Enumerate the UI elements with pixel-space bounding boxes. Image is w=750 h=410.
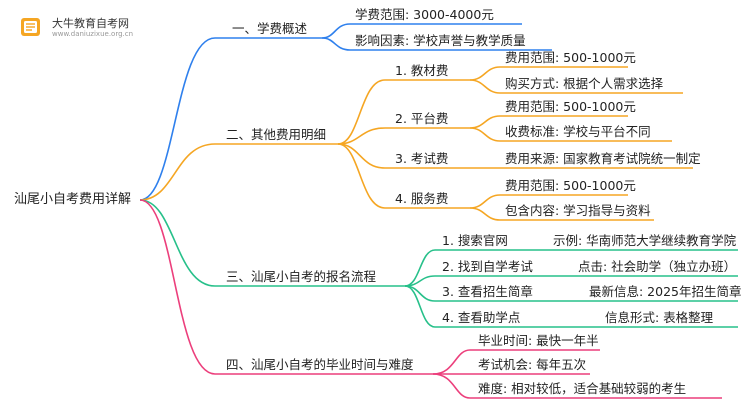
overview-item: 学费范围: 3000-4000元: [355, 7, 494, 22]
branch-lines-other-fees: [139, 66, 693, 221]
section-fee-overview: 一、学费概述: [232, 21, 308, 36]
registration-step: 3. 查看招生简章: [442, 284, 533, 299]
fee-detail: 购买方式: 根据个人需求选择: [505, 76, 664, 91]
branch-lines-registration: [139, 199, 738, 328]
fee-detail: 收费标准: 学校与平台不同: [505, 124, 651, 139]
section-graduation: 四、汕尾小自考的毕业时间与难度: [226, 357, 414, 372]
graduation-item: 难度: 相对较低，适合基础较弱的考生: [478, 381, 687, 396]
registration-detail: 最新信息: 2025年招生简章: [589, 284, 742, 299]
fee-detail: 费用范围: 500-1000元: [505, 178, 636, 193]
fee-group-textbook: 1. 教材费: [395, 63, 449, 78]
branch-lines-graduation: [139, 199, 722, 399]
section-registration: 三、汕尾小自考的报名流程: [226, 269, 377, 284]
registration-step: 2. 找到自学考试: [442, 259, 533, 274]
fee-detail: 包含内容: 学习指导与资料: [505, 203, 651, 218]
registration-step: 4. 查看助学点: [442, 310, 521, 325]
fee-group-platform: 2. 平台费: [395, 111, 449, 126]
registration-detail: 点击: 社会助学（独立办班）: [578, 259, 737, 274]
fee-detail: 费用范围: 500-1000元: [505, 50, 636, 65]
graduation-item: 考试机会: 每年五次: [478, 357, 587, 372]
fee-detail: 费用范围: 500-1000元: [505, 99, 636, 114]
registration-step: 1. 搜索官网: [442, 233, 508, 248]
section-other-fees: 二、其他费用明细: [226, 127, 327, 142]
overview-item: 影响因素: 学校声誉与教学质量: [355, 33, 526, 48]
fee-detail: 费用来源: 国家教育考试院统一制定: [505, 151, 701, 166]
registration-detail: 信息形式: 表格整理: [605, 310, 714, 325]
branch-lines-fee-overview: [139, 23, 552, 201]
fee-group-service: 4. 服务费: [395, 191, 449, 206]
book-logo-icon: [21, 18, 40, 36]
fee-group-exam: 3. 考试费: [395, 151, 449, 166]
brand-name: 大牛教育自考网: [52, 17, 129, 30]
brand-url: www.daniuzixue.org.cn: [52, 30, 134, 38]
registration-detail: 示例: 华南师范大学继续教育学院: [553, 233, 737, 248]
graduation-item: 毕业时间: 最快一年半: [478, 333, 599, 348]
root-topic: 汕尾小自考费用详解: [14, 192, 132, 207]
